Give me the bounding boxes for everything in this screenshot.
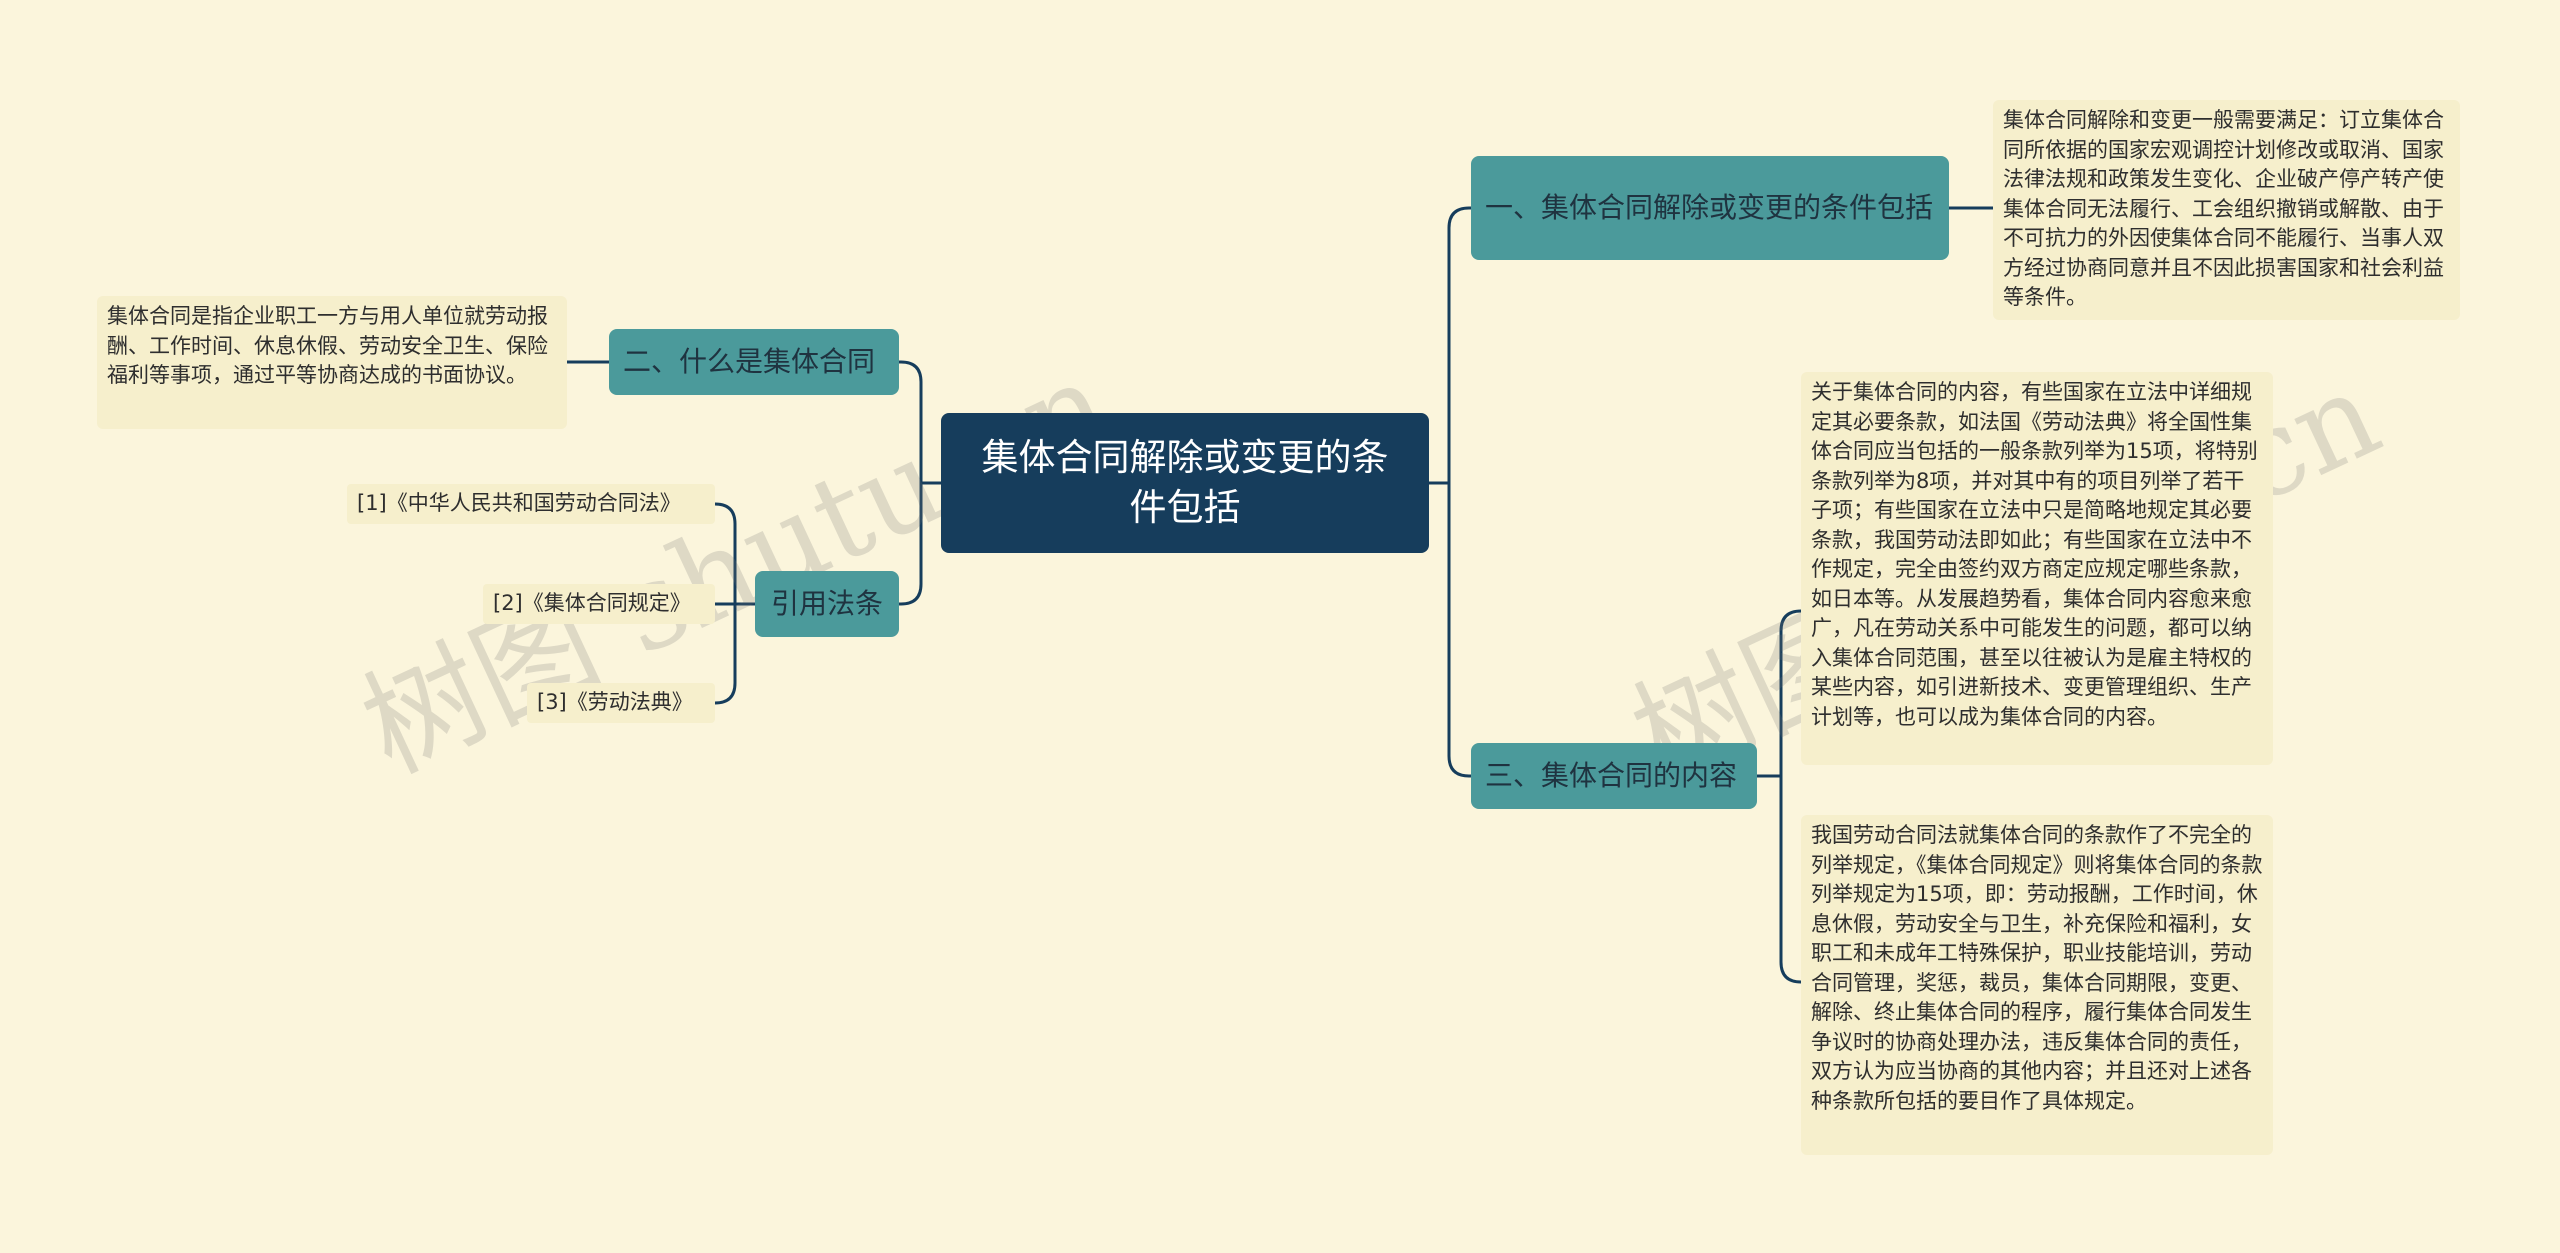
detail-definition[interactable]: 集体合同是指企业职工一方与用人单位就劳动报酬、工作时间、休息休假、劳动安全卫生、… <box>97 296 567 429</box>
topic-references-label: 引用法条 <box>770 587 883 620</box>
topic-contents-label: 三、集体合同的内容 <box>1485 759 1738 792</box>
topic-conditions-label: 一、集体合同解除或变更的条件包括 <box>1485 191 1934 224</box>
topic-definition[interactable]: 二、什么是集体合同 <box>609 329 899 395</box>
detail-contents-2-text: 我国劳动合同法就集体合同的条款作了不完全的列举规定，《集体合同规定》则将集体合同… <box>1811 823 2263 1113</box>
topic-contents[interactable]: 三、集体合同的内容 <box>1471 743 1757 809</box>
connector-refs-trunk <box>713 502 737 705</box>
detail-conditions[interactable]: 集体合同解除和变更一般需要满足：订立集体合同所依据的国家宏观调控计划修改或取消、… <box>1993 100 2460 320</box>
reference-item[interactable]: [3]《劳动法典》 <box>527 683 715 723</box>
connector-left-trunk <box>897 360 923 606</box>
detail-contents-1-text: 关于集体合同的内容，有些国家在立法中详细规定其必要条款，如法国《劳动法典》将全国… <box>1811 380 2258 729</box>
reference-item-text: [2]《集体合同规定》 <box>493 591 691 615</box>
detail-conditions-text: 集体合同解除和变更一般需要满足：订立集体合同所依据的国家宏观调控计划修改或取消、… <box>2003 108 2444 309</box>
topic-definition-label: 二、什么是集体合同 <box>623 345 876 378</box>
root-topic[interactable]: 集体合同解除或变更的条件包括 <box>941 413 1429 553</box>
topic-references[interactable]: 引用法条 <box>755 571 899 637</box>
reference-item-text: [1]《中华人民共和国劳动合同法》 <box>357 491 681 515</box>
detail-definition-text: 集体合同是指企业职工一方与用人单位就劳动报酬、工作时间、休息休假、劳动安全卫生、… <box>107 304 548 387</box>
reference-item[interactable]: [1]《中华人民共和国劳动合同法》 <box>347 484 715 524</box>
detail-contents-1[interactable]: 关于集体合同的内容，有些国家在立法中详细规定其必要条款，如法国《劳动法典》将全国… <box>1801 372 2273 765</box>
reference-item[interactable]: [2]《集体合同规定》 <box>483 584 715 624</box>
connector-right-trunk <box>1447 206 1473 778</box>
detail-contents-2[interactable]: 我国劳动合同法就集体合同的条款作了不完全的列举规定，《集体合同规定》则将集体合同… <box>1801 815 2273 1155</box>
root-topic-label: 集体合同解除或变更的条件包括 <box>981 436 1389 529</box>
connector-topic3-trunk <box>1779 609 1803 984</box>
reference-item-text: [3]《劳动法典》 <box>537 690 693 714</box>
topic-conditions[interactable]: 一、集体合同解除或变更的条件包括 <box>1471 156 1949 260</box>
